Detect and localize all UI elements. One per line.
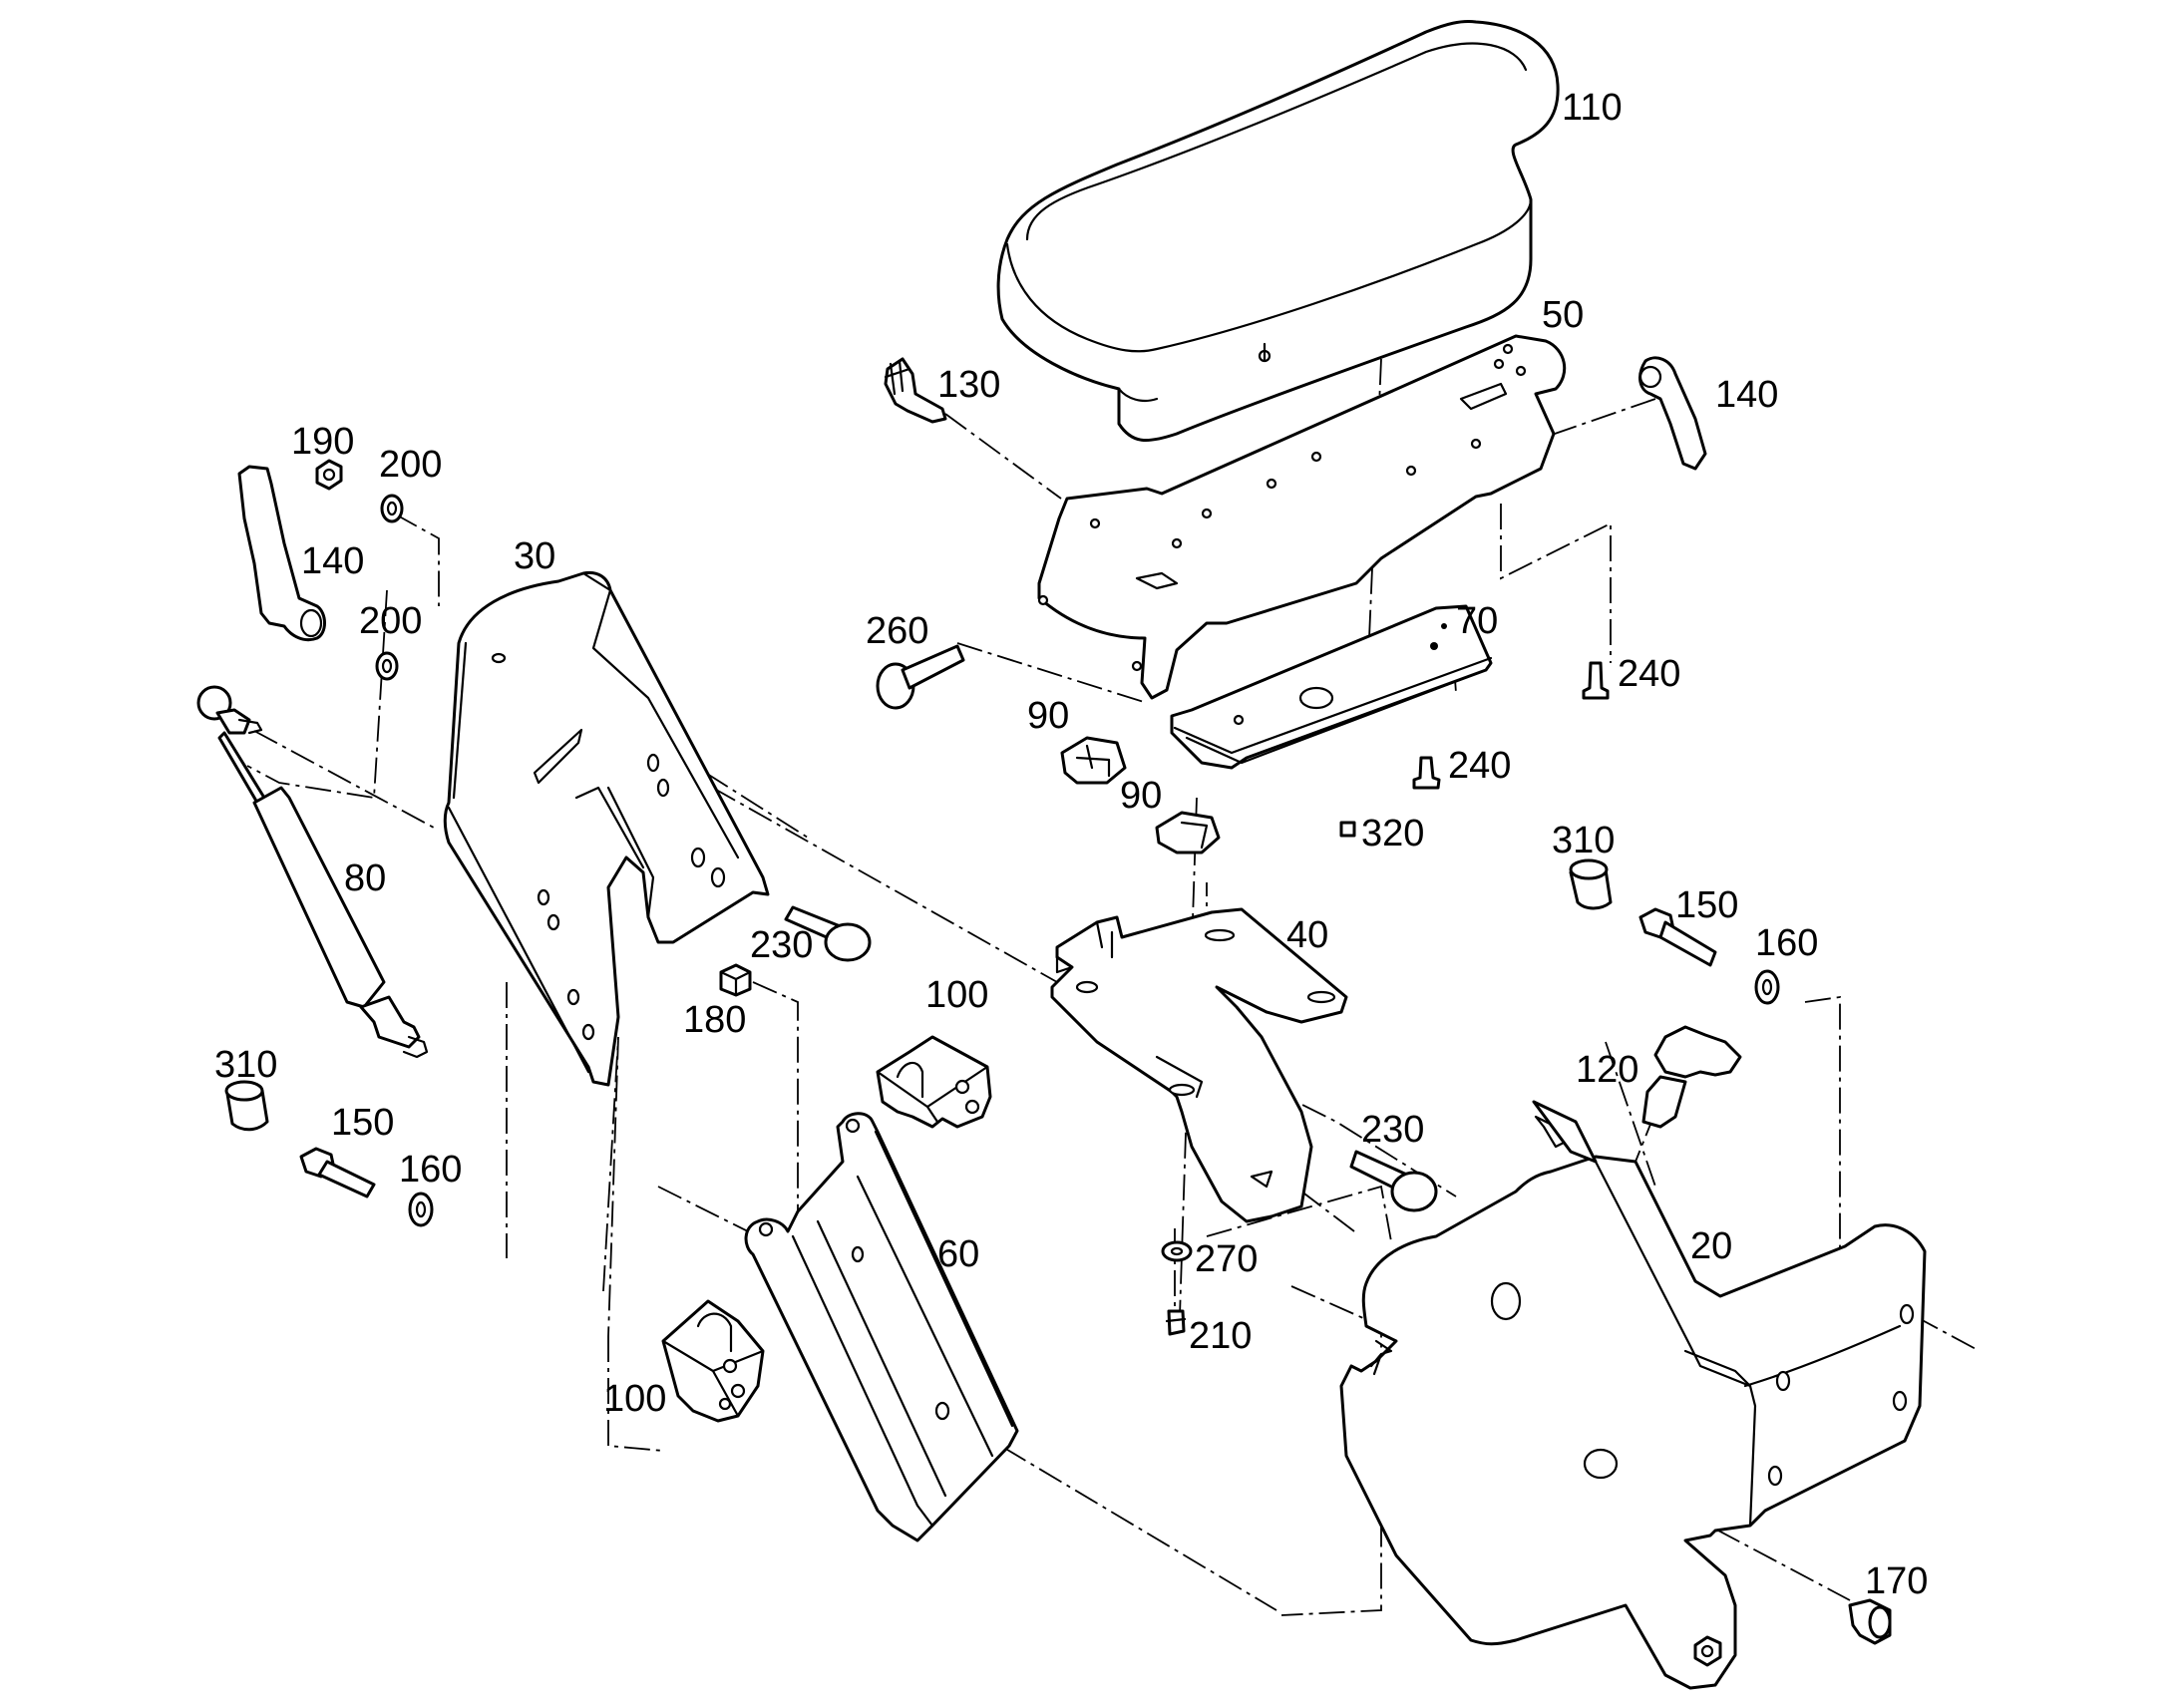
callout-260: 260: [866, 610, 928, 652]
slide-block-90-lower: [1155, 811, 1221, 854]
callout-30: 30: [514, 535, 555, 577]
callout-230-lower: 230: [1361, 1109, 1424, 1151]
callout-80: 80: [344, 857, 386, 899]
callout-60: 60: [937, 1233, 979, 1275]
screw-240-upper: [1582, 661, 1610, 700]
callout-40: 40: [1286, 914, 1328, 956]
callout-190: 190: [291, 421, 354, 463]
callout-310-left: 310: [214, 1044, 277, 1086]
callout-100-lower: 100: [603, 1378, 666, 1420]
side-bracket-30: [443, 570, 770, 1087]
armrest-cushion-110: [996, 20, 1560, 443]
callout-70: 70: [1456, 600, 1498, 642]
hinge-bracket-40: [1050, 907, 1348, 1223]
clevis-pin-230-upper: [784, 905, 872, 962]
guide-rail-60: [744, 1112, 1019, 1542]
callout-20: 20: [1690, 1225, 1732, 1267]
callout-200-upper: 200: [379, 444, 442, 486]
washer-160-right: [1754, 969, 1780, 1005]
bushing-310-left: [224, 1080, 269, 1132]
callout-120: 120: [1576, 1049, 1638, 1091]
callout-240-lower: 240: [1448, 745, 1511, 787]
callout-200-lower: 200: [359, 600, 422, 642]
callout-130: 130: [937, 364, 1000, 406]
callout-140-left: 140: [301, 540, 364, 582]
callout-50: 50: [1542, 294, 1584, 336]
callout-210: 210: [1189, 1315, 1252, 1357]
bolt-150-right: [1638, 907, 1717, 967]
callout-240-upper: 240: [1618, 653, 1680, 695]
callout-320: 320: [1361, 813, 1424, 854]
bolt-150-left: [299, 1147, 376, 1198]
callout-160-left: 160: [399, 1149, 462, 1191]
callout-170: 170: [1865, 1560, 1928, 1602]
callout-labels: 110 50 130 140 190 200 140 200 30 260 70…: [214, 87, 1928, 1602]
callout-90-upper: 90: [1027, 695, 1069, 737]
slide-block-90-upper: [1060, 736, 1127, 785]
washer-270: [1161, 1240, 1193, 1262]
screw-320: [1339, 821, 1356, 838]
screw-170: [1848, 1598, 1892, 1645]
callout-230-upper: 230: [750, 924, 813, 966]
star-knob-120: [1641, 1025, 1742, 1129]
clevis-pin-230-lower: [1349, 1150, 1438, 1212]
nut-190: [315, 459, 343, 491]
callout-100-upper: 100: [925, 974, 988, 1016]
callout-270: 270: [1195, 1238, 1258, 1280]
clamping-lever-140-right: [1638, 356, 1707, 471]
callout-90-lower: 90: [1120, 775, 1162, 817]
callout-150-right: 150: [1675, 884, 1738, 926]
washer-160-left: [408, 1192, 434, 1227]
callout-140-right: 140: [1715, 374, 1778, 416]
callout-160-right: 160: [1755, 922, 1818, 964]
clevis-pin-260: [876, 644, 965, 710]
washer-200-upper: [380, 494, 404, 523]
slide-plate-70: [1170, 604, 1493, 770]
screw-210: [1165, 1309, 1187, 1336]
washer-200-lower: [375, 651, 399, 681]
clamping-lever-140-left: [237, 465, 326, 642]
callout-110: 110: [1562, 87, 1623, 129]
seat-plate-50: [1037, 334, 1567, 700]
spacer-180: [719, 963, 752, 997]
clamp-block-100-lower: [661, 1299, 765, 1423]
main-bracket-20: [1339, 1100, 1927, 1690]
callout-310-right: 310: [1552, 820, 1615, 861]
callout-180: 180: [683, 999, 746, 1041]
gas-strut-80: [196, 685, 429, 1059]
callout-150-left: 150: [331, 1102, 394, 1144]
clamp-block-100-upper: [876, 1035, 992, 1129]
bushing-310-right: [1569, 858, 1613, 910]
adjust-knob-130: [884, 357, 947, 424]
screw-240-lower: [1412, 756, 1441, 790]
